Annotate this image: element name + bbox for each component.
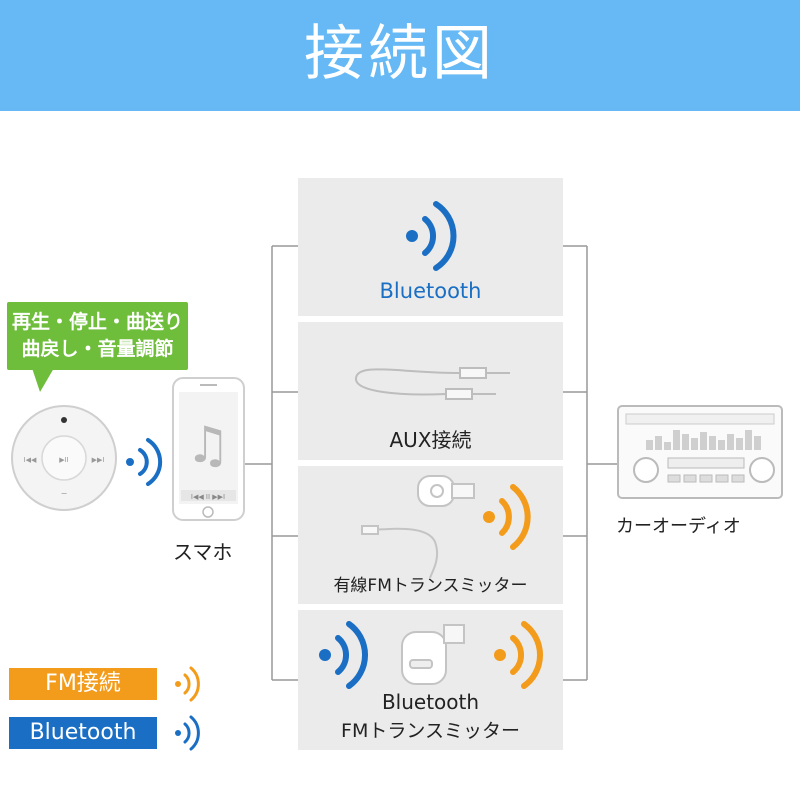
- svg-text:I◀◀ II ▶▶I: I◀◀ II ▶▶I: [191, 493, 225, 501]
- svg-text:▶II: ▶II: [59, 456, 69, 464]
- bluetooth-wave-remote-icon: [126, 438, 163, 486]
- speech-bubble-tail: [32, 368, 54, 392]
- speech-line-2: 曲戻し・音量調節: [21, 338, 174, 360]
- panel-aux-label: AUX接続: [389, 428, 472, 452]
- remote-controller-icon: ▶II I◀◀ ▶▶I −: [11, 405, 117, 511]
- aux-cable-icon: [355, 367, 510, 400]
- bluetooth-wave-icon-large: [406, 201, 457, 271]
- panel-bluetooth-label: Bluetooth: [379, 279, 482, 303]
- header-bar: [0, 0, 800, 111]
- phone-label: スマホ: [173, 540, 233, 564]
- svg-text:−: −: [61, 489, 68, 498]
- panel-aux: AUX接続: [298, 322, 563, 460]
- panel-bt-fm-label-line2: FMトランスミッター: [341, 720, 520, 742]
- bluetooth-wave-icon: [175, 715, 200, 751]
- panel-bluetooth: Bluetooth: [298, 178, 563, 316]
- car-audio-label: カーオーディオ: [616, 516, 741, 537]
- smartphone-icon: ♫ I◀◀ II ▶▶I: [172, 377, 245, 521]
- wired-fm-transmitter-icon: [361, 475, 475, 579]
- fm-wave-icon: [175, 666, 200, 702]
- fm-wave-icon-panel3: [483, 484, 531, 550]
- connector-lines: [244, 245, 618, 681]
- bluetooth-wave-icon-panel4: [319, 621, 368, 689]
- svg-text:I◀◀: I◀◀: [24, 456, 37, 464]
- svg-text:♫: ♫: [186, 416, 231, 474]
- panel-bt-fm-label-line1: Bluetooth: [381, 690, 480, 714]
- page-title: 接続図: [304, 19, 496, 89]
- legend-fm-badge: FM接続: [9, 668, 157, 700]
- speech-bubble: 再生・停止・曲送り 曲戻し・音量調節: [7, 302, 188, 370]
- fm-wave-icon-panel4: [494, 621, 543, 689]
- speech-line-1: 再生・停止・曲送り: [11, 311, 183, 333]
- legend-bluetooth-badge: Bluetooth: [9, 717, 157, 749]
- bt-fm-transmitter-icon: [401, 624, 465, 685]
- svg-text:▶▶I: ▶▶I: [92, 456, 105, 464]
- car-audio-icon: [617, 405, 783, 499]
- panel-wired-fm-label: 有線FMトランスミッター: [333, 576, 528, 596]
